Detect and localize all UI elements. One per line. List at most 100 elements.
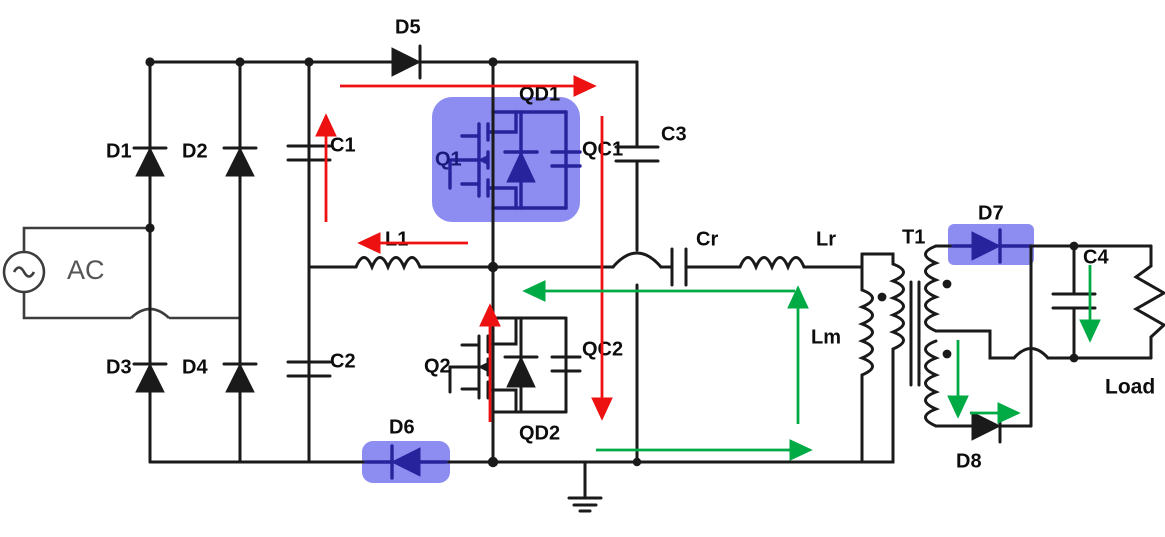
q1-label: Q1	[435, 148, 462, 170]
transformer-t1: T1	[860, 226, 961, 464]
q1-source-lead	[486, 186, 518, 210]
ac-top-lead	[22, 226, 150, 252]
d2-label: D2	[182, 140, 208, 162]
c3-label: C3	[661, 123, 687, 145]
capacitor-c3-branch: C3	[614, 60, 687, 464]
t1-secondary-lower-coil	[924, 339, 940, 428]
t1-secondary-upper-dot	[942, 279, 952, 289]
q1-arrow-glyph	[477, 154, 490, 166]
qd2-triangle	[506, 355, 536, 388]
ground-symbol	[567, 460, 603, 513]
t1-label: T1	[902, 226, 925, 248]
d3-triangle	[135, 362, 165, 393]
d1-triangle	[135, 146, 165, 177]
node-q1-drain-top	[488, 57, 498, 67]
c2-label: C2	[330, 350, 356, 372]
mosfet-q1: Q1	[435, 110, 518, 210]
q1-drain-lead	[486, 110, 518, 134]
output-stage: C4 Load	[1029, 241, 1165, 399]
dc-link-capacitors: C1 C2	[286, 57, 356, 464]
ac-sine-glyph	[12, 266, 36, 278]
t1-primary-bottom-lead	[860, 347, 895, 464]
d3-label: D3	[106, 356, 132, 378]
d8-triangle	[971, 411, 1002, 441]
node-ac-top	[145, 223, 155, 233]
load-label: Load	[1105, 376, 1155, 399]
node-c4-bottom	[1069, 353, 1079, 363]
lr-coil	[738, 256, 806, 271]
lm-label: Lm	[811, 326, 841, 348]
node-top-d1	[145, 57, 155, 67]
d5-label: D5	[395, 16, 421, 38]
cr-label: Cr	[696, 228, 718, 250]
resonant-tank: Cr Lr	[491, 228, 864, 287]
diode-d4	[222, 362, 258, 393]
diode-d6	[364, 444, 448, 480]
load-zigzag	[1132, 264, 1165, 339]
diode-d7	[951, 228, 1033, 264]
inductor-l1	[307, 256, 495, 271]
d6-label: D6	[389, 416, 415, 438]
current-arrows-red	[315, 75, 613, 422]
d4-triangle	[225, 362, 255, 393]
body-diode-qd2: QD2	[491, 316, 568, 444]
t1-secondary-upper-coil	[924, 244, 940, 333]
l1-label: L1	[385, 228, 408, 250]
c4-label: C4	[1083, 246, 1109, 268]
t1-primary-polarity-dot	[877, 292, 887, 302]
resonant-wire-hop	[611, 251, 663, 269]
current-arrows-green	[522, 265, 1101, 461]
q1-gate-lead	[448, 158, 481, 190]
d8-label: D8	[956, 450, 982, 472]
qd2-label: QD2	[519, 422, 560, 444]
highlight-layer	[362, 97, 1034, 483]
ac-source-label: AC	[67, 255, 105, 285]
qd1-label: QD1	[519, 83, 560, 105]
load-resistor	[1132, 244, 1165, 360]
diode-d1	[132, 146, 168, 177]
center-tap-step	[957, 329, 1016, 360]
lm-coil	[858, 288, 874, 377]
inductor-lr	[738, 256, 806, 271]
capacitor-c2	[286, 360, 332, 378]
q2-gate-lead	[448, 365, 481, 394]
node-top-c1	[304, 57, 314, 67]
q2-source-lead	[486, 388, 518, 414]
l1-coil	[354, 256, 422, 271]
inductor-lm: Lm	[811, 252, 874, 464]
lr-to-primary-wire	[802, 252, 864, 269]
lr-label: Lr	[816, 228, 836, 250]
center-tap-wire-hop	[1012, 347, 1050, 360]
capacitor-cr	[670, 247, 688, 287]
highlight-q1	[432, 97, 580, 222]
diode-d2	[222, 146, 258, 177]
capacitor-c1	[286, 144, 332, 162]
d7-triangle	[971, 231, 1002, 261]
d5-triangle	[391, 47, 422, 77]
node-c4-top	[1069, 241, 1079, 251]
center-tap-return	[957, 329, 1076, 360]
t1-secondary-lower-dot	[942, 349, 952, 359]
q2-drain-lead	[486, 316, 518, 346]
ac-bottom-lead	[22, 292, 131, 320]
q2-label: Q2	[424, 355, 451, 377]
d1-label: D1	[106, 140, 132, 162]
capacitor-c4	[1051, 241, 1097, 363]
c1-label: C1	[330, 134, 356, 156]
qd1-triangle	[506, 150, 536, 183]
node-top-d2	[235, 57, 245, 67]
diode-d8	[951, 408, 1033, 444]
node-c3-bottom	[632, 457, 642, 467]
d7-label: D7	[978, 202, 1004, 224]
diode-d5	[391, 44, 422, 80]
ac-source: AC	[2, 226, 240, 320]
t1-primary-coil	[889, 262, 905, 351]
body-cap-qc2: QC2	[550, 316, 623, 414]
mosfet-q2: Q2	[424, 316, 518, 414]
t1-primary-top-lead	[860, 252, 895, 266]
body-diode-qd1: QD1	[491, 83, 568, 210]
diode-d3	[132, 362, 168, 393]
d4-label: D4	[182, 356, 208, 378]
